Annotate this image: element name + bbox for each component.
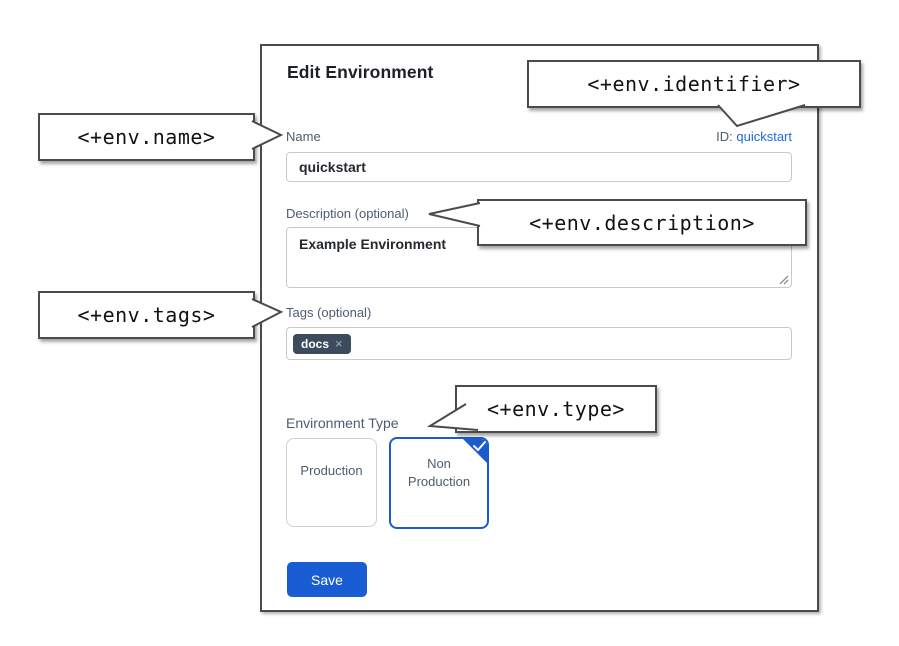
callout-text: <+env.name> bbox=[77, 125, 216, 149]
save-button[interactable]: Save bbox=[287, 562, 367, 597]
tags-label: Tags (optional) bbox=[286, 305, 372, 320]
name-input[interactable] bbox=[286, 152, 792, 182]
env-type-card-non-production[interactable]: Non Production bbox=[389, 437, 489, 529]
dialog-title: Edit Environment bbox=[287, 62, 434, 82]
tag-chip: docs × bbox=[293, 333, 351, 354]
callout-env-identifier: <+env.identifier> bbox=[527, 60, 861, 108]
selected-check-icon bbox=[463, 439, 487, 463]
callout-text: <+env.description> bbox=[529, 210, 755, 235]
id-row: ID: quickstart bbox=[716, 129, 792, 144]
callout-env-name: <+env.name> bbox=[38, 113, 255, 161]
tag-remove-icon[interactable]: × bbox=[335, 336, 343, 351]
tags-input[interactable]: docs × bbox=[286, 327, 792, 360]
callout-text: <+env.tags> bbox=[77, 303, 216, 327]
callout-env-description: <+env.description> bbox=[477, 199, 807, 246]
callout-text: <+env.type> bbox=[487, 397, 625, 421]
env-type-card-production[interactable]: Production bbox=[286, 438, 377, 527]
id-label: ID: bbox=[716, 129, 733, 144]
description-label: Description (optional) bbox=[286, 206, 409, 221]
callout-text: <+env.identifier> bbox=[587, 72, 801, 96]
name-label: Name bbox=[286, 129, 321, 144]
callout-env-type: <+env.type> bbox=[455, 385, 657, 433]
callout-env-tags: <+env.tags> bbox=[38, 291, 255, 339]
env-type-card-label: Non Production bbox=[407, 456, 471, 489]
tag-chip-label: docs bbox=[301, 336, 330, 351]
id-link[interactable]: quickstart bbox=[736, 129, 792, 144]
environment-type-label: Environment Type bbox=[286, 415, 399, 431]
env-type-card-label: Production bbox=[300, 462, 363, 478]
edit-environment-dialog: Edit Environment Name ID: quickstart Des… bbox=[260, 44, 819, 612]
